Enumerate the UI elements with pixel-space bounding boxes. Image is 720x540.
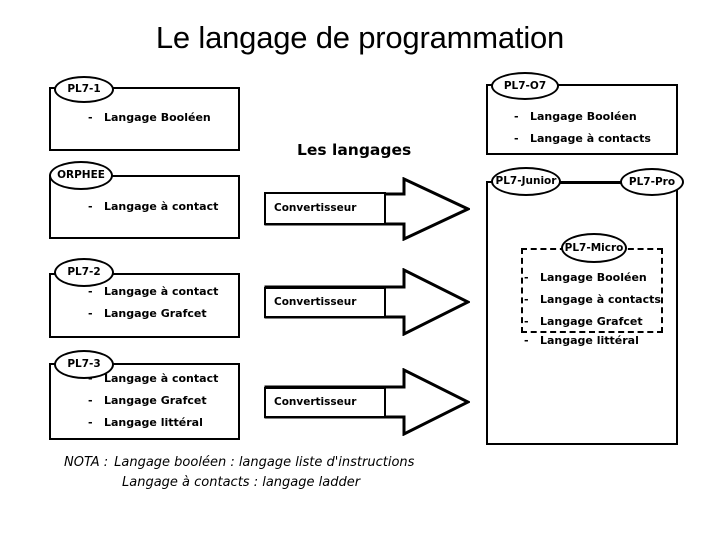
list-item: - Langage littéral: [524, 330, 639, 352]
list-item: - Langage Booléen: [88, 107, 211, 129]
footnote-line-1: NOTA : Langage booléen : langage liste d'…: [64, 453, 414, 473]
group-label-pl7-1-text: PL7-1: [67, 83, 101, 96]
list-item-label: Langage à contacts: [540, 293, 661, 306]
converter-tag-1-label: Convertisseur: [274, 202, 357, 215]
converter-tag-3-label: Convertisseur: [274, 396, 357, 409]
group-items-orphee: - Langage à contact: [88, 196, 218, 218]
list-item-label: Langage Booléen: [104, 111, 211, 124]
group-label-pl7-2-text: PL7-2: [67, 266, 101, 279]
center-heading: Les langages: [297, 141, 412, 159]
list-item: - Langage Booléen: [514, 106, 651, 128]
footnote-line-2: Langage à contacts : langage ladder: [122, 475, 361, 490]
group-items-pl7-o7: - Langage Booléen - Langage à contacts: [514, 106, 651, 150]
list-item-label: Langage à contact: [104, 372, 219, 385]
group-label-pl7-junior-text: PL7-Junior: [495, 175, 557, 188]
group-label-pl7-3-text: PL7-3: [67, 358, 101, 371]
group-box-pl7-o7: [486, 84, 678, 155]
list-item-label: Langage Booléen: [540, 271, 647, 284]
list-item: - Langage Booléen: [524, 267, 661, 289]
group-label-pl7-junior: PL7-Junior: [491, 167, 561, 196]
bullet-marker-icon: -: [514, 110, 519, 123]
group-items-pl7-2: - Langage à contact - Langage Grafcet: [88, 281, 218, 325]
converter-tag-3: Convertisseur: [264, 387, 386, 418]
group-label-pl7-o7: PL7-O7: [491, 72, 559, 100]
group-label-pl7-o7-text: PL7-O7: [503, 79, 547, 92]
group-label-pl7-1: PL7-1: [54, 76, 114, 103]
bullet-marker-icon: -: [88, 394, 93, 407]
bullet-marker-icon: -: [524, 271, 529, 284]
list-item-label: Langage Grafcet: [104, 307, 207, 320]
bullet-marker-icon: -: [524, 293, 529, 306]
group-label-pl7-3: PL7-3: [54, 350, 114, 379]
group-box-pl7-2: [49, 273, 240, 338]
list-item: - Langage Grafcet: [88, 303, 218, 325]
bullet-marker-icon: -: [88, 416, 93, 429]
converter-tag-2-label: Convertisseur: [274, 296, 357, 309]
group-label-pl7-2: PL7-2: [54, 258, 114, 287]
list-item-label: Langage littéral: [104, 416, 203, 429]
list-item: - Langage à contact: [88, 196, 218, 218]
group-box-pl7-3: [49, 363, 240, 440]
list-item: - Langage à contact: [88, 281, 218, 303]
bullet-marker-icon: -: [88, 111, 93, 124]
list-item-label: Langage Booléen: [530, 110, 637, 123]
bullet-marker-icon: -: [514, 132, 519, 145]
bullet-marker-icon: -: [88, 200, 93, 213]
group-items-pl7-3: - Langage à contact - Langage Grafcet - …: [88, 368, 218, 434]
group-items-pl7-micro-outer: - Langage littéral: [524, 330, 639, 352]
list-item: - Langage à contacts: [514, 128, 651, 150]
bullet-marker-icon: -: [88, 285, 93, 298]
converter-tag-2: Convertisseur: [264, 287, 386, 318]
group-label-pl7-pro: PL7-Pro: [620, 168, 684, 196]
list-item-label: Langage à contacts: [530, 132, 651, 145]
converter-tag-1: Convertisseur: [264, 192, 386, 225]
group-box-orphee: [49, 175, 240, 239]
list-item-label: Langage à contact: [104, 285, 219, 298]
list-item-label: Langage Grafcet: [104, 394, 207, 407]
footnote: NOTA : Langage booléen : langage liste d'…: [64, 453, 414, 493]
list-item: - Langage Grafcet: [524, 311, 661, 333]
list-item: - Langage à contacts: [524, 289, 661, 311]
page-title: Le langage de programmation: [155, 20, 565, 55]
connector-line: [552, 181, 628, 184]
list-item-label: Langage à contact: [104, 200, 219, 213]
group-box-pl7-1: [49, 87, 240, 151]
group-items-pl7-1: - Langage Booléen: [88, 107, 211, 129]
list-item-label: Langage littéral: [540, 334, 639, 347]
list-item: - Langage Grafcet: [88, 390, 218, 412]
list-item: - Langage littéral: [88, 412, 218, 434]
bullet-marker-icon: -: [88, 307, 93, 320]
group-label-orphee-text: ORPHEE: [57, 169, 105, 182]
footnote-line-1-text: Langage booléen : langage liste d'instru…: [114, 455, 415, 470]
bullet-marker-icon: -: [524, 315, 529, 328]
bullet-marker-icon: -: [524, 334, 529, 347]
group-label-pl7-micro: PL7-Micro: [561, 233, 627, 263]
footnote-label: NOTA :: [64, 455, 109, 470]
list-item-label: Langage Grafcet: [540, 315, 643, 328]
group-label-pl7-pro-text: PL7-Pro: [628, 175, 676, 188]
group-label-pl7-micro-text: PL7-Micro: [564, 241, 624, 254]
group-items-pl7-micro-inner: - Langage Booléen - Langage à contacts -…: [524, 267, 661, 333]
group-label-orphee: ORPHEE: [49, 161, 113, 190]
